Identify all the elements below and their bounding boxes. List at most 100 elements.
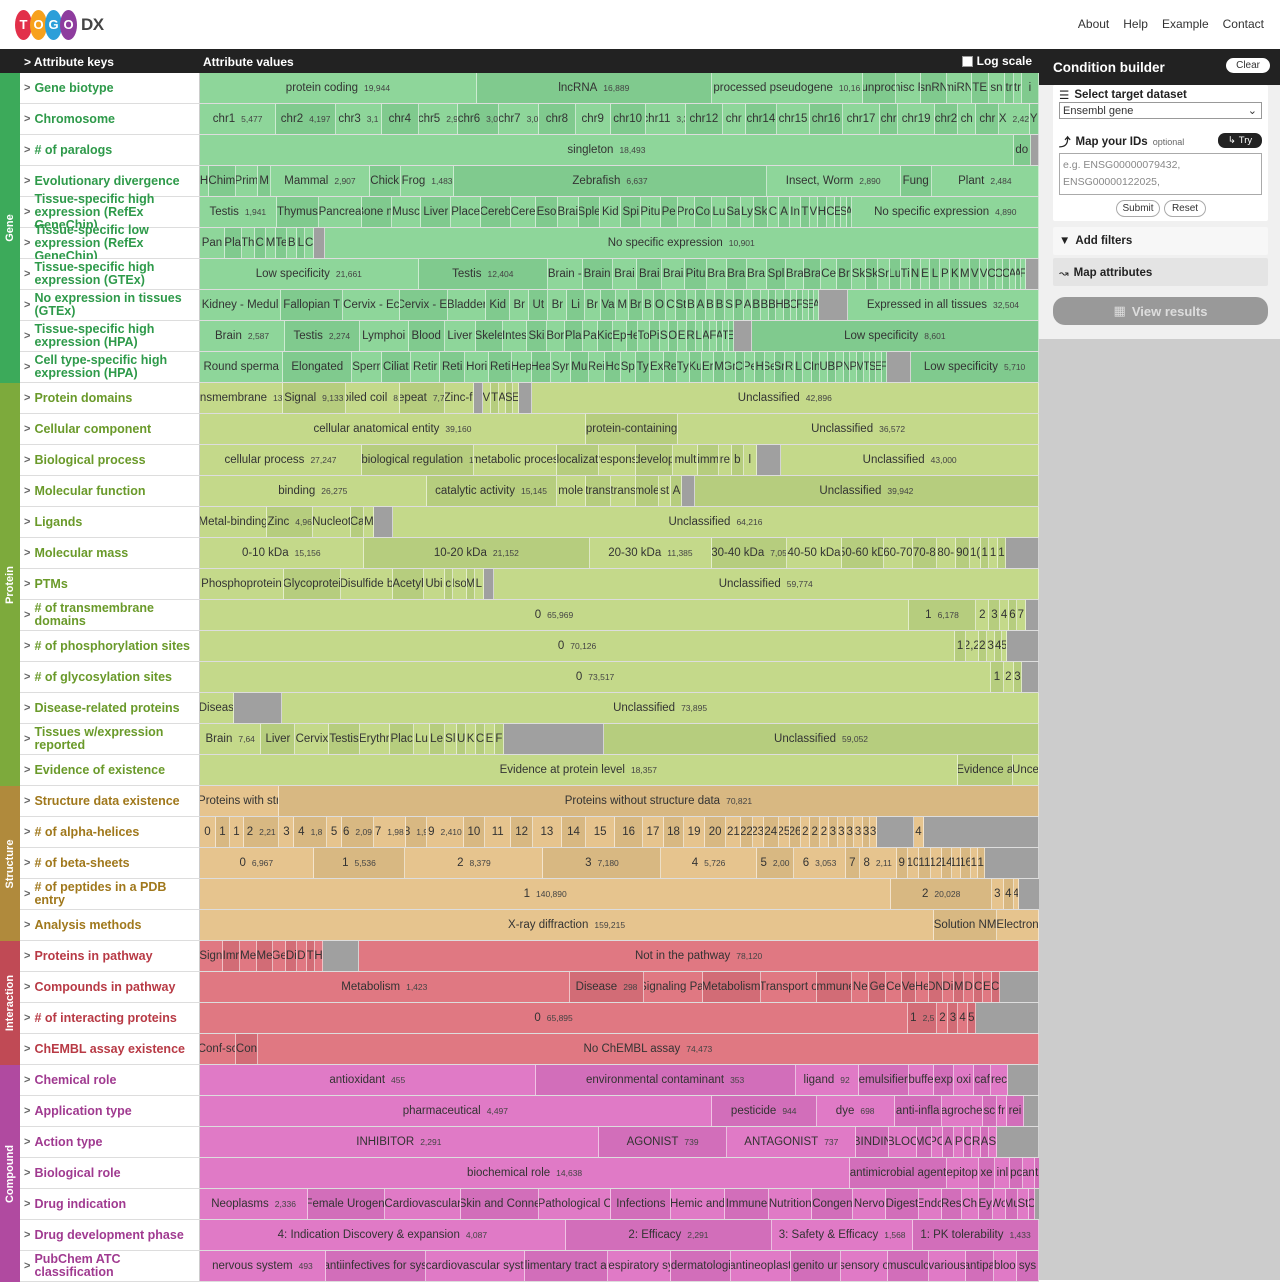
attribute-value-bar[interactable]: 1 xyxy=(215,817,230,847)
attribute-value-bar[interactable]: Ty xyxy=(676,352,690,382)
attribute-value-bar[interactable] xyxy=(876,817,915,847)
attribute-value-bar[interactable]: Pro xyxy=(677,197,695,227)
attribute-value-bar[interactable]: S xyxy=(870,352,876,382)
attribute-value-bar[interactable]: 81,9 xyxy=(405,817,428,847)
attribute-value-bar[interactable]: exp xyxy=(934,1065,955,1095)
attribute-value-bar[interactable]: sn xyxy=(988,73,1006,103)
attribute-value-bar[interactable]: alimentary tract an xyxy=(524,1251,608,1281)
attribute-value-bar[interactable]: Kic xyxy=(597,321,614,351)
attribute-value-bar[interactable]: Sl xyxy=(444,724,457,754)
attribute-key[interactable]: >Structure data existence xyxy=(20,786,199,816)
attribute-value-bar[interactable] xyxy=(819,290,848,320)
attribute-value-bar[interactable]: Pe xyxy=(660,197,678,227)
attribute-value-bar[interactable]: Pathological C xyxy=(539,1189,612,1219)
attribute-key[interactable]: >Gene biotype xyxy=(20,73,199,103)
attribute-value-bar[interactable]: 1 xyxy=(977,848,985,878)
attribute-value-bar[interactable]: Cervix - Ec xyxy=(343,290,401,320)
attribute-value-bar[interactable] xyxy=(886,352,912,382)
attribute-value-bar[interactable]: chr113,3 xyxy=(645,104,686,134)
nav-contact[interactable]: Contact xyxy=(1222,17,1264,31)
attribute-value-bar[interactable]: E xyxy=(983,972,992,1002)
attribute-value-bar[interactable]: 1 xyxy=(981,538,990,568)
attribute-value-bar[interactable]: 9 xyxy=(896,848,908,878)
attribute-value-bar[interactable]: 14 xyxy=(561,817,587,847)
attribute-value-bar[interactable]: chr4 xyxy=(381,104,419,134)
attribute-value-bar[interactable]: Ciliat xyxy=(381,352,411,382)
attribute-value-bar[interactable]: Conf-sc xyxy=(200,1034,237,1064)
attribute-value-bar[interactable]: C xyxy=(305,228,314,258)
attribute-value-bar[interactable]: Br xyxy=(629,290,643,320)
attribute-value-bar[interactable]: A xyxy=(717,321,724,351)
attribute-value-bar[interactable]: 11 xyxy=(919,848,931,878)
attribute-value-bar[interactable]: 80- xyxy=(936,538,956,568)
attribute-value-bar[interactable]: tr xyxy=(1005,73,1014,103)
attribute-value-bar[interactable]: L xyxy=(930,259,941,289)
attribute-value-bar[interactable] xyxy=(1022,662,1039,692)
attribute-value-bar[interactable]: Bladder xyxy=(448,290,487,320)
attribute-value-bar[interactable]: Imr xyxy=(222,941,241,971)
attribute-value-bar[interactable]: Va xyxy=(600,290,617,320)
attribute-value-bar[interactable]: st xyxy=(658,476,672,506)
attribute-value-bar[interactable]: 2,2 xyxy=(966,631,979,661)
attribute-value-bar[interactable]: Ne xyxy=(852,972,870,1002)
attribute-value-bar[interactable]: P xyxy=(734,290,744,320)
attribute-value-bar[interactable]: Transmembrane13,421 xyxy=(200,383,284,413)
attribute-value-bar[interactable]: 14 xyxy=(941,848,952,878)
attribute-value-bar[interactable]: T xyxy=(490,383,500,413)
attribute-value-bar[interactable] xyxy=(1007,1065,1039,1095)
attribute-value-bar[interactable]: Ep xyxy=(613,321,627,351)
attribute-value-bar[interactable]: He xyxy=(626,321,639,351)
attribute-value-bar[interactable]: C xyxy=(988,259,997,289)
attribute-value-bar[interactable]: 40-50 kDa xyxy=(787,538,842,568)
attribute-value-bar[interactable]: M xyxy=(258,166,272,196)
attribute-value-bar[interactable]: A xyxy=(696,290,706,320)
attribute-value-bar[interactable] xyxy=(923,817,1039,847)
attribute-value-bar[interactable]: Cl xyxy=(735,352,746,382)
attribute-value-bar[interactable]: Pan xyxy=(200,228,225,258)
attribute-value-bar[interactable]: Ubi xyxy=(423,569,445,599)
attribute-value-bar[interactable]: chr17 xyxy=(843,104,880,134)
attribute-value-bar[interactable]: Ge xyxy=(869,972,887,1002)
attribute-value-bar[interactable]: St xyxy=(1018,1189,1029,1219)
attribute-value-bar[interactable]: 2 xyxy=(1003,662,1014,692)
attribute-value-bar[interactable]: 1 xyxy=(955,631,966,661)
attribute-value-bar[interactable]: Place xyxy=(451,197,481,227)
attribute-value-bar[interactable] xyxy=(1007,631,1039,661)
attribute-value-bar[interactable]: Fallopian T xyxy=(281,290,344,320)
attribute-value-bar[interactable]: Pi xyxy=(649,321,660,351)
attribute-value-bar[interactable]: D xyxy=(297,941,307,971)
attribute-value-bar[interactable]: c xyxy=(444,569,453,599)
attribute-value-bar[interactable]: A xyxy=(702,321,710,351)
attribute-value-bar[interactable]: 10 xyxy=(907,848,920,878)
attribute-value-bar[interactable]: sc xyxy=(982,1096,997,1126)
attribute-value-bar[interactable]: Hemic and xyxy=(671,1189,725,1219)
attribute-value-bar[interactable]: 19 xyxy=(684,817,705,847)
attribute-value-bar[interactable]: Lymphoi xyxy=(359,321,409,351)
attribute-value-bar[interactable]: Wo xyxy=(992,1189,1007,1219)
attribute-value-bar[interactable]: A xyxy=(847,197,853,227)
attribute-value-bar[interactable]: trans xyxy=(585,476,612,506)
attribute-value-bar[interactable]: Bra xyxy=(786,259,805,289)
attribute-value-bar[interactable]: K xyxy=(950,259,961,289)
attribute-value-bar[interactable]: Blood xyxy=(408,321,445,351)
attribute-key[interactable]: >Compounds in pathway xyxy=(20,972,199,1002)
attribute-value-bar[interactable]: 2 xyxy=(810,817,820,847)
attribute-value-bar[interactable]: Res xyxy=(941,1189,962,1219)
attribute-value-bar[interactable]: To xyxy=(638,321,650,351)
attribute-value-bar[interactable]: S xyxy=(841,197,848,227)
attribute-value-bar[interactable] xyxy=(474,383,483,413)
attribute-value-bar[interactable]: A xyxy=(778,197,791,227)
attribute-value-bar[interactable]: Solution NM xyxy=(934,910,998,940)
attribute-value-bar[interactable]: C xyxy=(964,1127,973,1157)
attribute-value-bar[interactable]: Female Urogeni xyxy=(308,1189,386,1219)
